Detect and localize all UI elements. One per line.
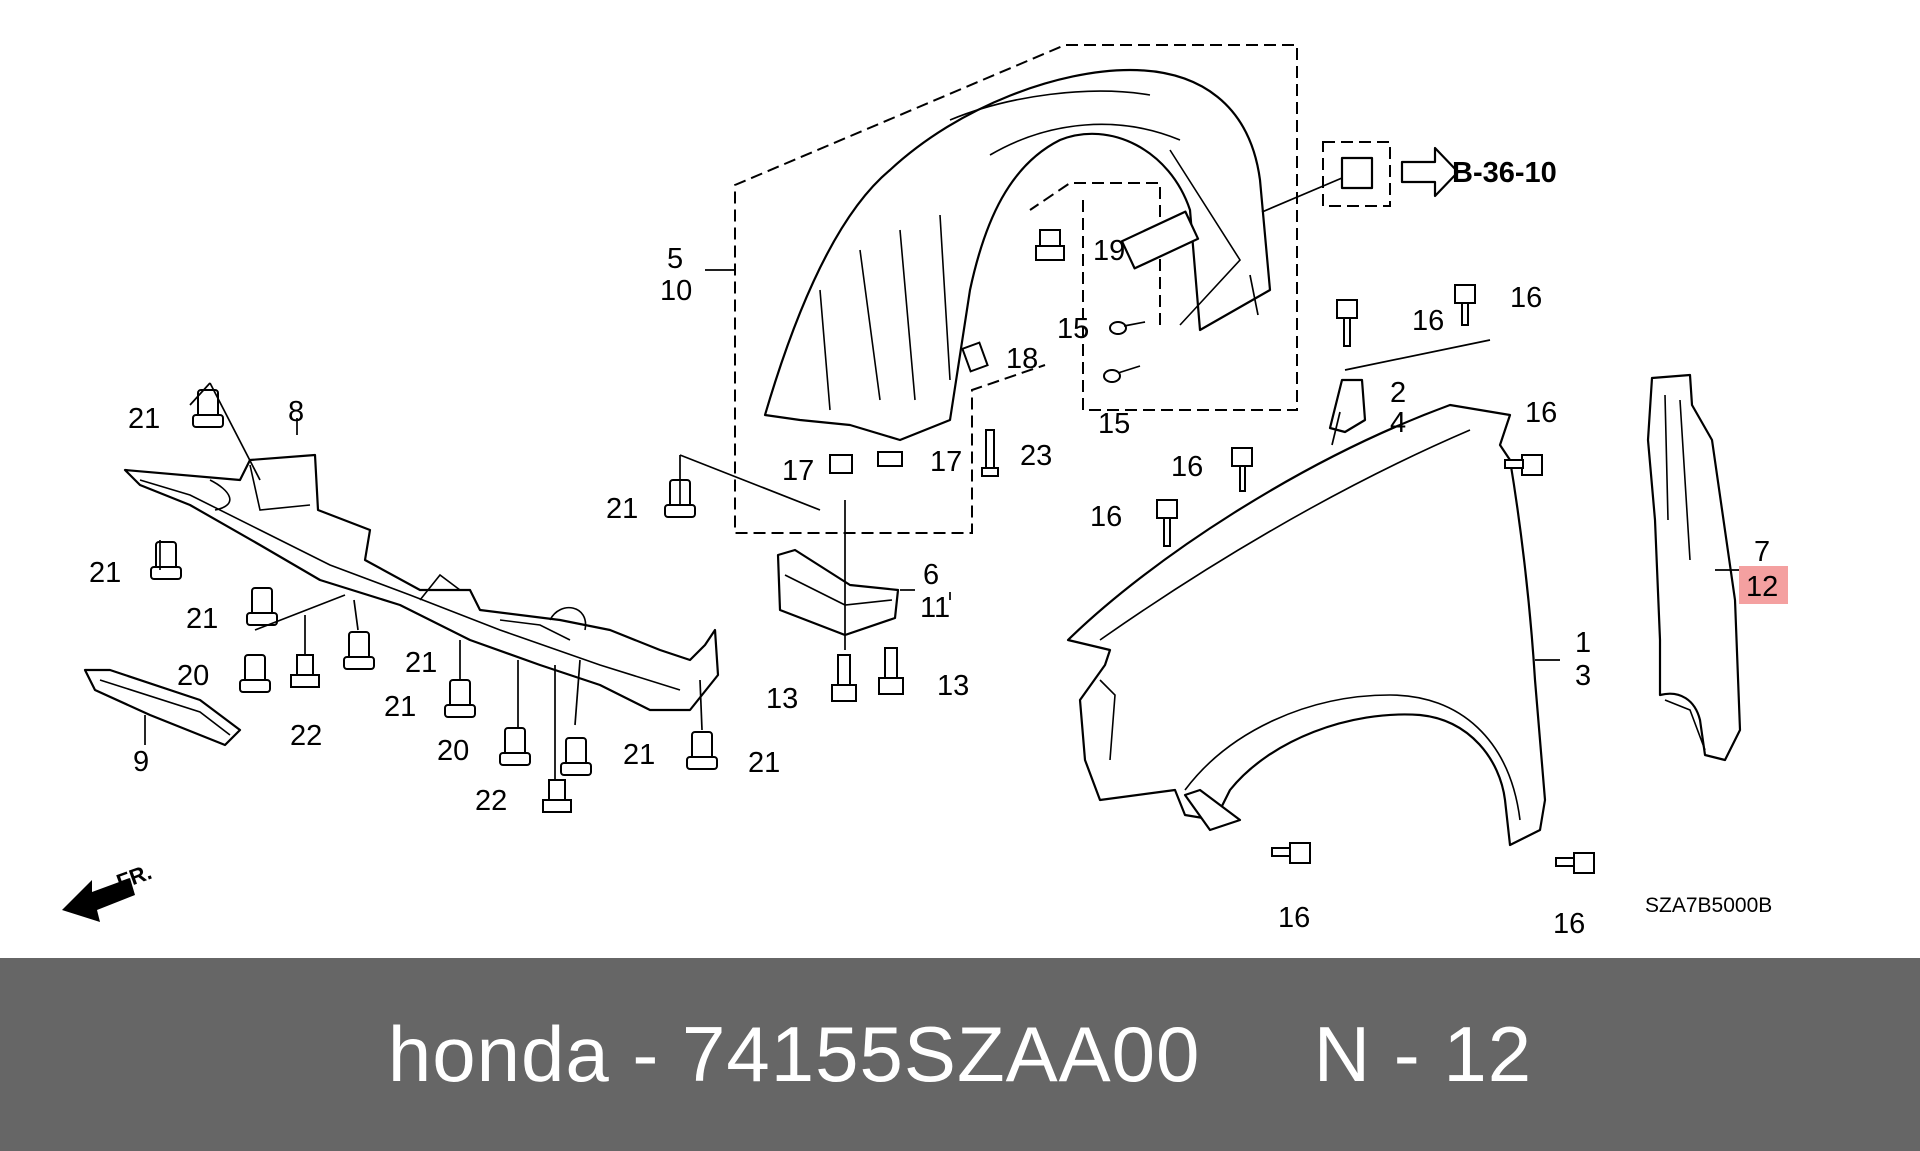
- callout-3: 3: [1575, 660, 1591, 692]
- clip-icon: [444, 679, 476, 718]
- clip-icon: [343, 631, 375, 670]
- bolt-icon: [1231, 447, 1253, 492]
- callout-21: 21: [384, 691, 416, 723]
- nut-icon: [829, 454, 853, 474]
- front-undercover: [123, 453, 720, 712]
- callout-22: 22: [290, 720, 322, 752]
- callout-21: 21: [748, 747, 780, 779]
- callout-23: 23: [1020, 440, 1052, 472]
- callout-13: 13: [937, 670, 969, 702]
- screw-icon: [981, 429, 999, 477]
- callout-21: 21: [89, 557, 121, 589]
- screw-icon: [1103, 365, 1141, 383]
- clip-icon: [246, 587, 278, 626]
- bolt-icon: [1156, 499, 1178, 547]
- callout-labels: 1 3 2 4 5 10 6 11 7 12 8 9 13 13 15 15 1…: [89, 235, 1788, 940]
- clip-icon: [499, 727, 531, 766]
- callout-8: 8: [288, 396, 304, 428]
- callout-21: 21: [623, 739, 655, 771]
- direction-label: FR.: [113, 859, 155, 895]
- callout-5: 5: [667, 243, 683, 275]
- clip-reference: B-36-10: [1261, 141, 1557, 213]
- callout-16: 16: [1412, 305, 1444, 337]
- callout-1: 1: [1575, 627, 1591, 659]
- callout-4: 4: [1390, 407, 1406, 439]
- inner-fender-group: [734, 44, 1298, 534]
- bolt-icon: [1454, 284, 1476, 326]
- callout-7: 7: [1754, 536, 1770, 568]
- splash-shield: [776, 548, 900, 637]
- nut-icon: [961, 341, 989, 373]
- screw-icon: [1109, 321, 1146, 335]
- clip-icon: [150, 541, 182, 580]
- clip-icon: [686, 731, 718, 770]
- callout-19: 19: [1093, 235, 1125, 267]
- callout-15: 15: [1057, 313, 1089, 345]
- callout-6: 6: [923, 559, 939, 591]
- bolt-icon: [878, 647, 904, 695]
- callout-17: 17: [782, 455, 814, 487]
- pillar-trim: [1646, 373, 1742, 762]
- clip-icon: [239, 654, 271, 693]
- bolt-icon: [290, 654, 320, 688]
- callout-20: 20: [437, 735, 469, 767]
- bolt-icon: [542, 779, 572, 813]
- callout-12: 12: [1746, 571, 1778, 603]
- parts-diagram: B-36-10 FR.: [62, 44, 1788, 940]
- callout-16: 16: [1278, 902, 1310, 934]
- callout-11: 11: [920, 592, 950, 624]
- highlight-box: [1739, 566, 1788, 604]
- nut-icon: [877, 451, 903, 467]
- callout-21: 21: [405, 647, 437, 679]
- callout-21: 21: [186, 603, 218, 635]
- front-fender: [1066, 403, 1547, 847]
- caption-bar: honda - 74155SZAA00 N - 12: [0, 958, 1920, 1151]
- callout-16: 16: [1525, 397, 1557, 429]
- bolt-icon: [1035, 229, 1065, 261]
- bolt-icon: [831, 654, 857, 702]
- inner-fender-liner: [763, 68, 1272, 442]
- callout-20: 20: [177, 660, 209, 692]
- callout-18: 18: [1006, 343, 1038, 375]
- callout-17: 17: [930, 446, 962, 478]
- fasteners: [150, 229, 1595, 874]
- leader-lines: [144, 269, 1740, 780]
- callout-16: 16: [1553, 908, 1585, 940]
- callout-22: 22: [475, 785, 507, 817]
- lower-strip: [83, 668, 242, 747]
- callout-15: 15: [1098, 408, 1130, 440]
- callout-10: 10: [660, 275, 692, 307]
- callout-16: 16: [1171, 451, 1203, 483]
- callout-16: 16: [1090, 501, 1122, 533]
- fender-bracket: [1328, 378, 1367, 446]
- callout-2: 2: [1390, 377, 1406, 409]
- reference-label: B-36-10: [1452, 157, 1557, 189]
- callout-9: 9: [133, 746, 149, 778]
- bolt-icon: [1504, 454, 1543, 476]
- diagram-code: SZA7B5000B: [1645, 894, 1772, 917]
- callout-16: 16: [1510, 282, 1542, 314]
- clip-icon: [192, 389, 224, 428]
- front-direction-arrow: FR.: [62, 859, 155, 922]
- bolt-icon: [1271, 842, 1311, 864]
- callout-21: 21: [128, 403, 160, 435]
- callout-21: 21: [606, 493, 638, 525]
- bolt-icon: [1555, 852, 1595, 874]
- callout-13: 13: [766, 683, 798, 715]
- part-caption: honda - 74155SZAA00 N - 12: [387, 1010, 1533, 1098]
- bolt-icon: [1336, 299, 1358, 347]
- clip-icon: [560, 737, 592, 776]
